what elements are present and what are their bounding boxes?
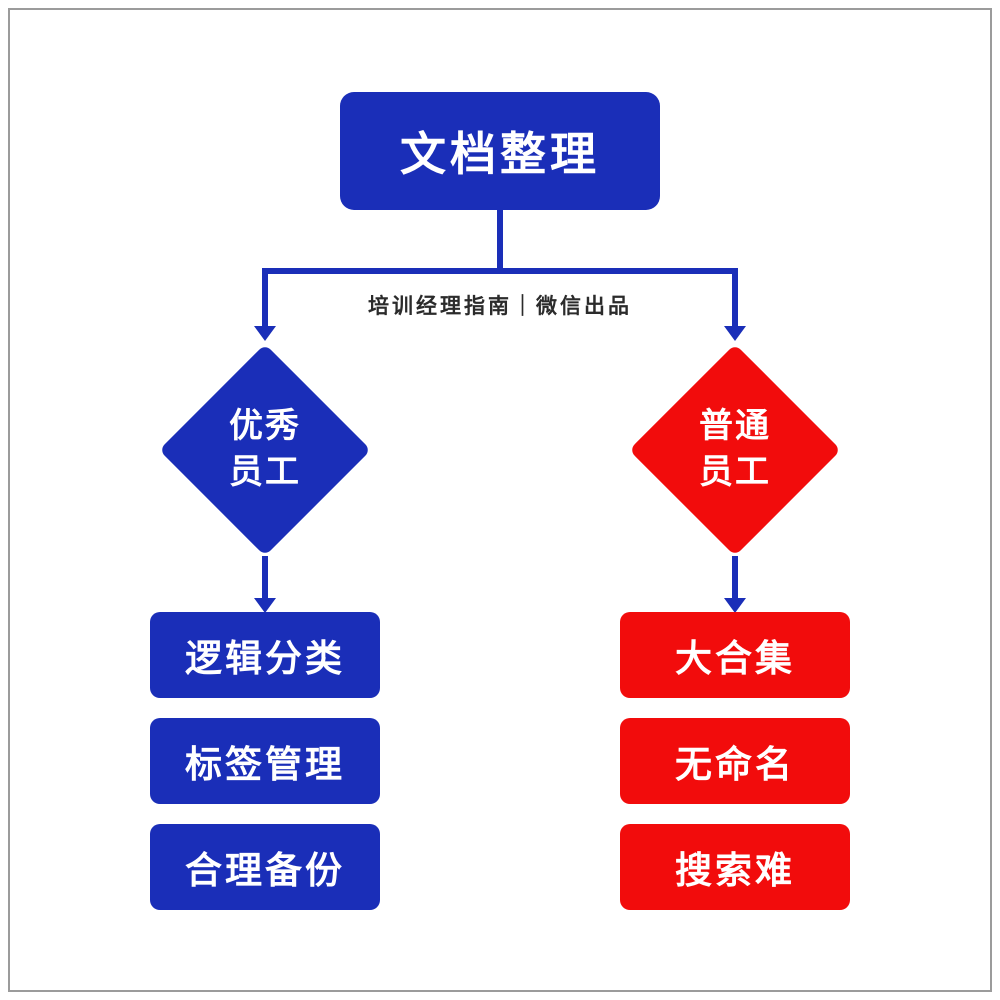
connector-horizontal bbox=[262, 268, 738, 274]
item-hard-to-search: 搜索难 bbox=[620, 824, 850, 910]
arrowhead-right-branch-icon bbox=[724, 326, 746, 341]
root-node-document-organizing: 文档整理 bbox=[340, 92, 660, 210]
arrowhead-left-items-icon bbox=[254, 598, 276, 613]
item-logical-classification: 逻辑分类 bbox=[150, 612, 380, 698]
item-big-collection: 大合集 bbox=[620, 612, 850, 698]
item-no-naming: 无命名 bbox=[620, 718, 850, 804]
diamond-excellent-employee-label: 优秀 员工 bbox=[229, 407, 301, 491]
arrowhead-left-branch-icon bbox=[254, 326, 276, 341]
connector-right-items bbox=[732, 556, 738, 600]
connector-right-branch bbox=[732, 268, 738, 328]
diamond-ordinary-employee-label: 普通 员工 bbox=[699, 407, 771, 491]
connector-left-items bbox=[262, 556, 268, 600]
connector-trunk bbox=[497, 210, 503, 272]
item-reasonable-backup: 合理备份 bbox=[150, 824, 380, 910]
arrowhead-right-items-icon bbox=[724, 598, 746, 613]
connector-left-branch bbox=[262, 268, 268, 328]
item-tag-management: 标签管理 bbox=[150, 718, 380, 804]
watermark-caption: 培训经理指南｜微信出品 bbox=[368, 293, 632, 318]
